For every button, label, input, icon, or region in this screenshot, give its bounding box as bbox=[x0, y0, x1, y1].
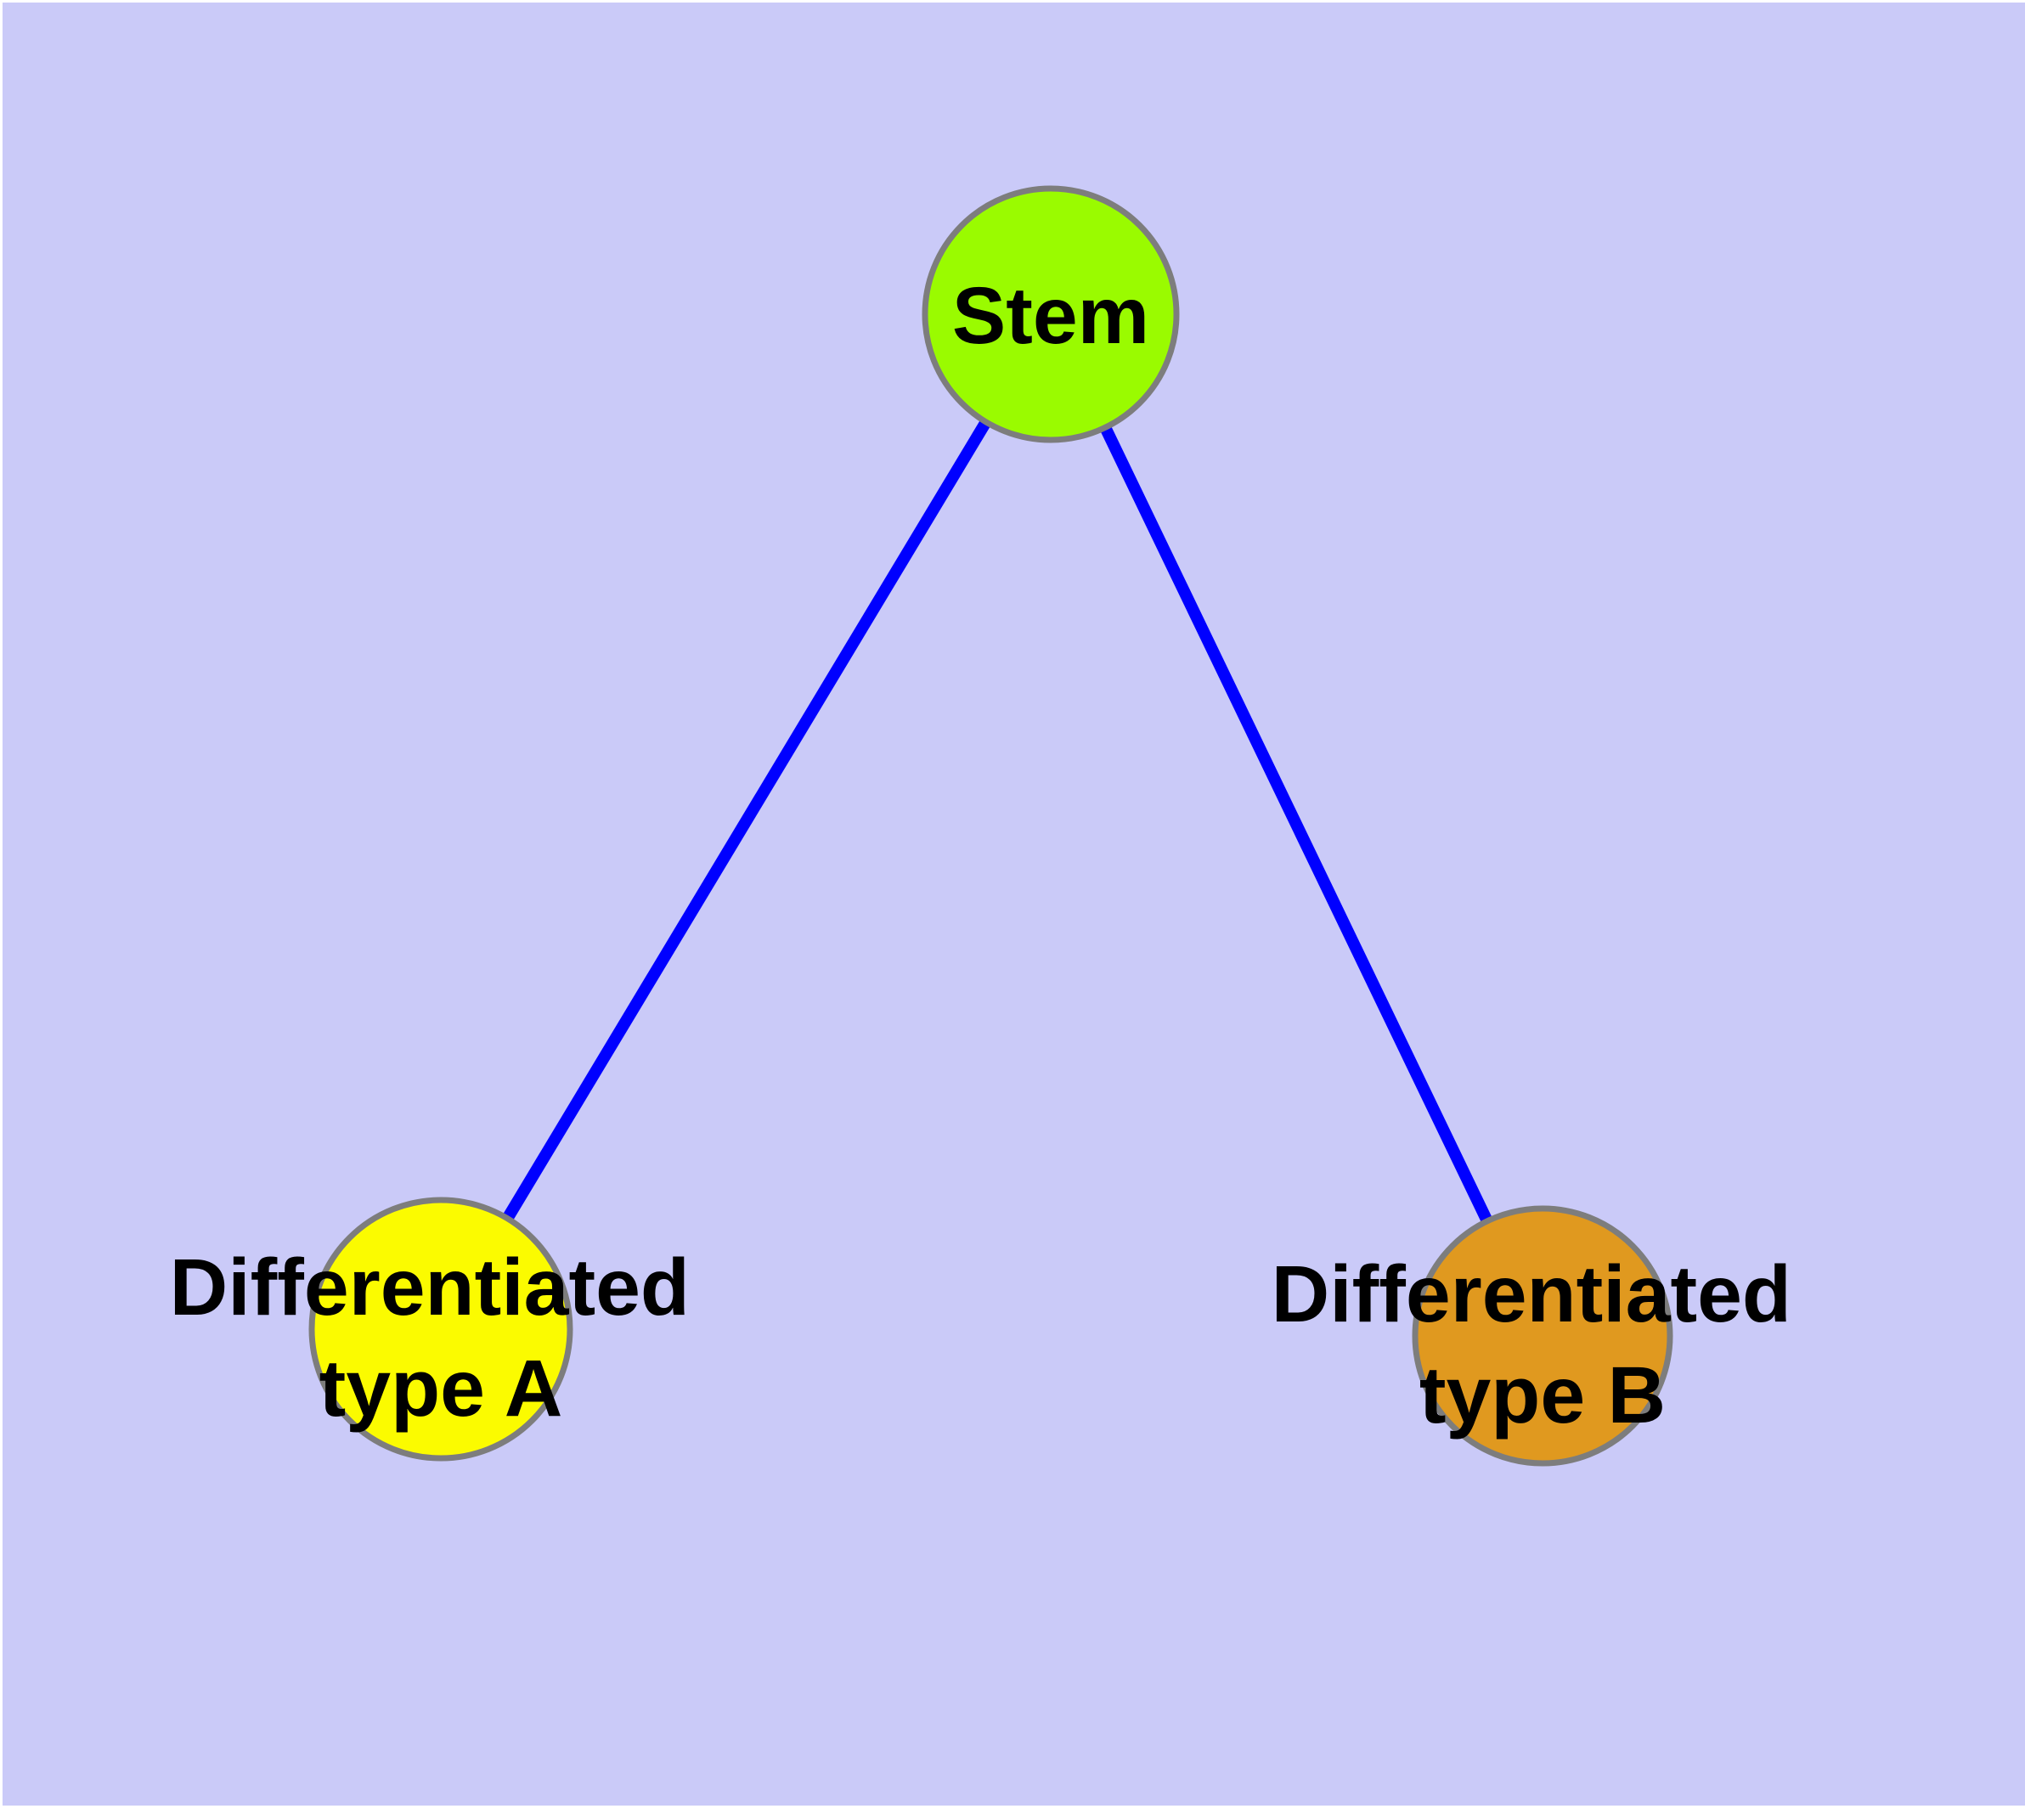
node-differentiated-type-a-label-line2: type A bbox=[319, 1344, 563, 1434]
edge-stem-to-type-a bbox=[435, 311, 1057, 1333]
node-differentiated-type-b bbox=[1412, 1205, 1673, 1467]
node-differentiated-type-b-label-line1: Differentiated bbox=[1272, 1249, 1791, 1339]
node-stem-label: Stem bbox=[952, 271, 1149, 361]
node-differentiated-type-a-label-line1: Differentiated bbox=[170, 1242, 690, 1333]
node-differentiated-type-a bbox=[308, 1197, 573, 1462]
node-differentiated-type-a-label: Differentiated type A bbox=[170, 1242, 713, 1434]
node-differentiated-type-b-label-line2: type B bbox=[1419, 1350, 1666, 1440]
node-differentiated-type-b-label: Differentiated type B bbox=[1272, 1249, 1814, 1440]
edge-stem-to-type-b bbox=[1045, 311, 1548, 1339]
node-stem bbox=[922, 185, 1180, 443]
